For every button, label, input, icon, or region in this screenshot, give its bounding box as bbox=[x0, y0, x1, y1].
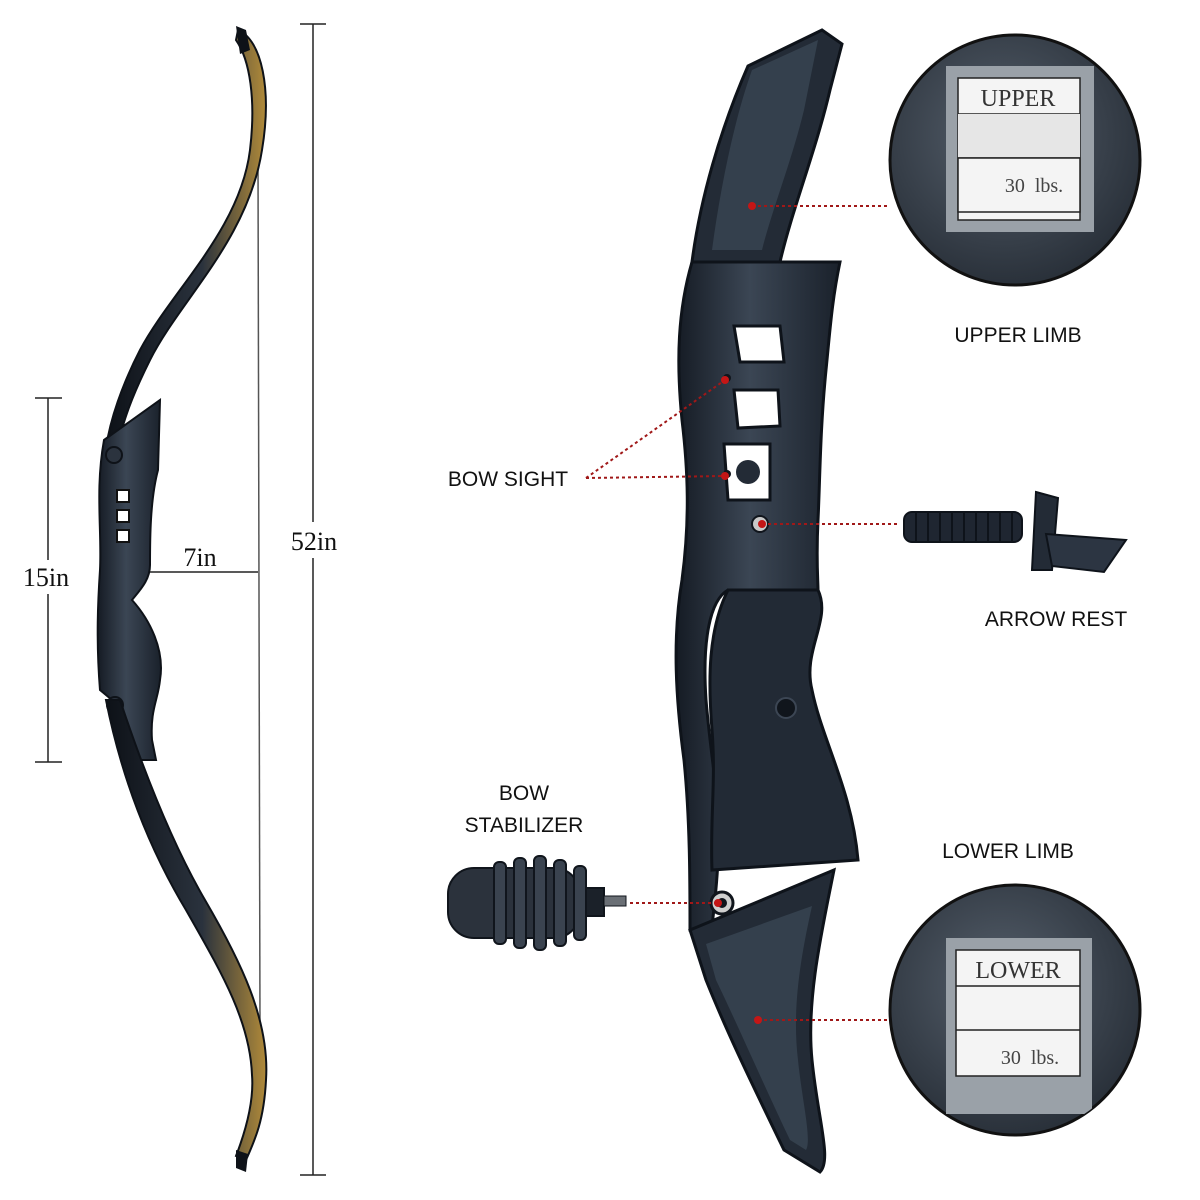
riser-length-label: 15in bbox=[23, 563, 69, 592]
upper-limb-tip bbox=[236, 26, 250, 54]
callout-lower-limb: LOWER LIMB bbox=[942, 840, 1074, 863]
riser-window-1 bbox=[732, 324, 786, 364]
leader-lines bbox=[585, 205, 900, 1021]
grip-screw bbox=[775, 697, 797, 719]
lower-limb-shape bbox=[104, 699, 268, 1162]
total-length-label: 52in bbox=[291, 527, 337, 556]
lower-limb-tip bbox=[236, 1150, 248, 1172]
grip bbox=[708, 588, 860, 872]
bowstring bbox=[257, 159, 261, 1031]
riser-window-2 bbox=[732, 388, 782, 430]
dimension-52in bbox=[300, 23, 326, 1176]
riser-side bbox=[96, 398, 162, 761]
lower-label-weight: 30 lbs. bbox=[1001, 1047, 1059, 1069]
upper-limb-lens: UPPER 30 lbs. bbox=[888, 33, 1142, 287]
stabilizer-part bbox=[447, 855, 627, 951]
riser-window bbox=[116, 509, 130, 523]
riser-window bbox=[116, 529, 130, 543]
callout-arrow-rest: ARROW REST bbox=[985, 608, 1128, 631]
upper-label-weight: 30 lbs. bbox=[1005, 175, 1063, 197]
riser-window bbox=[116, 489, 130, 503]
callout-bow-stabilizer-line1: BOW bbox=[499, 782, 549, 805]
callout-upper-limb: UPPER LIMB bbox=[954, 324, 1081, 347]
lower-limb-lens: LOWER 30 lbs. bbox=[888, 883, 1142, 1137]
arrow-rest-part bbox=[903, 490, 1128, 574]
full-bow-profile bbox=[96, 26, 268, 1172]
riser-body bbox=[674, 260, 842, 932]
riser-closeup bbox=[674, 28, 860, 1174]
callout-bow-sight: BOW SIGHT bbox=[448, 468, 568, 491]
brace-height-label: 7in bbox=[183, 543, 216, 572]
upper-limb-shape bbox=[104, 28, 267, 452]
limb-bolt-upper bbox=[105, 446, 123, 464]
lower-label-name: LOWER bbox=[975, 958, 1060, 984]
upper-label-name: UPPER bbox=[981, 86, 1056, 112]
callout-bow-stabilizer-line2: STABILIZER bbox=[465, 814, 584, 837]
